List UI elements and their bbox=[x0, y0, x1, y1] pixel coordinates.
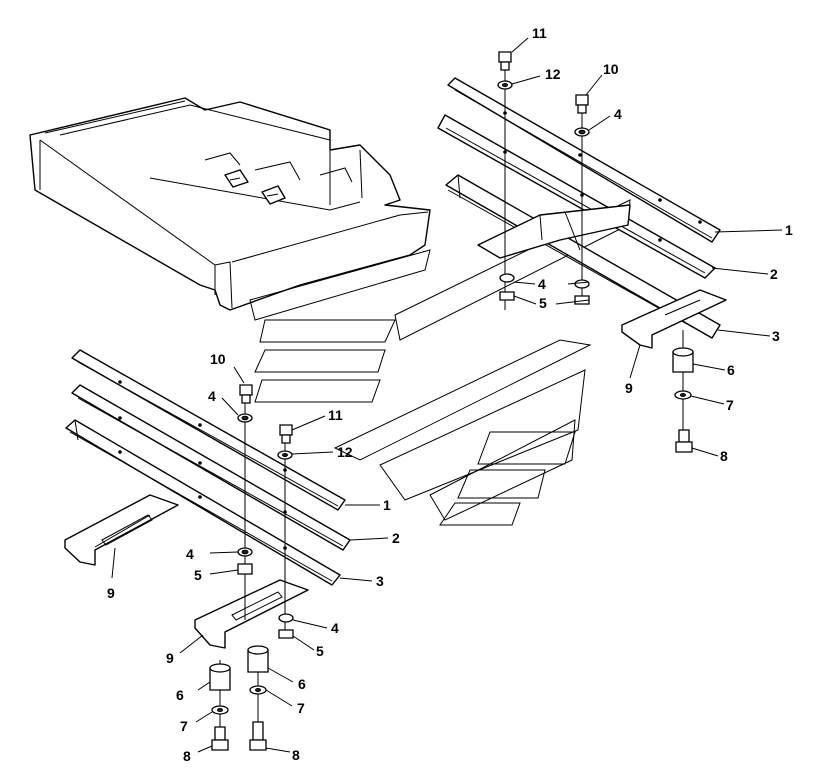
callout-12: 12 bbox=[545, 66, 561, 82]
upper-right-assembly bbox=[437, 51, 727, 453]
callout-9: 9 bbox=[166, 650, 174, 666]
strap-1-upper bbox=[447, 77, 721, 243]
bracket-9-upper bbox=[621, 289, 727, 349]
callouts-upper-right: 11 12 10 4 1 2 3 4 5 6 7 8 9 bbox=[532, 25, 793, 464]
callout-11: 11 bbox=[328, 407, 343, 423]
lower-left-assembly bbox=[64, 349, 351, 751]
strap-1-lower bbox=[71, 349, 346, 511]
callout-4: 4 bbox=[208, 388, 216, 404]
callout-5: 5 bbox=[194, 567, 202, 583]
hopper-pan bbox=[29, 97, 431, 311]
channel-3-lower bbox=[65, 419, 341, 586]
callout-8: 8 bbox=[720, 448, 728, 464]
callouts-lower-left: 10 4 11 12 1 2 3 4 5 9 9 4 5 6 6 7 7 8 8 bbox=[107, 351, 400, 764]
callout-4: 4 bbox=[538, 276, 546, 292]
callout-1: 1 bbox=[785, 222, 793, 238]
callout-7: 7 bbox=[180, 718, 188, 734]
leader-lines bbox=[111, 37, 783, 753]
callout-2: 2 bbox=[392, 530, 400, 546]
callout-1: 1 bbox=[383, 497, 391, 513]
callout-8: 8 bbox=[183, 748, 191, 764]
callout-9: 9 bbox=[107, 585, 115, 601]
channel-3-upper bbox=[445, 174, 721, 339]
callout-3: 3 bbox=[376, 573, 384, 589]
callout-7: 7 bbox=[726, 397, 734, 413]
callout-3: 3 bbox=[772, 328, 780, 344]
callout-6: 6 bbox=[727, 362, 735, 378]
callout-12: 12 bbox=[337, 444, 353, 460]
callout-5: 5 bbox=[539, 295, 547, 311]
callout-10: 10 bbox=[210, 351, 226, 367]
callout-11: 11 bbox=[532, 25, 547, 41]
callout-8: 8 bbox=[292, 747, 300, 763]
callout-7: 7 bbox=[297, 700, 305, 716]
callout-2: 2 bbox=[770, 266, 778, 282]
callout-5: 5 bbox=[316, 643, 324, 659]
callout-10: 10 bbox=[603, 61, 619, 77]
callout-9: 9 bbox=[625, 380, 633, 396]
callout-4: 4 bbox=[331, 620, 339, 636]
callout-6: 6 bbox=[298, 676, 306, 692]
callout-4: 4 bbox=[186, 546, 194, 562]
background-wedge-shapes bbox=[249, 199, 631, 526]
callout-6: 6 bbox=[176, 687, 184, 703]
callout-4: 4 bbox=[614, 106, 622, 122]
bracket-9-lower-left bbox=[64, 494, 179, 566]
